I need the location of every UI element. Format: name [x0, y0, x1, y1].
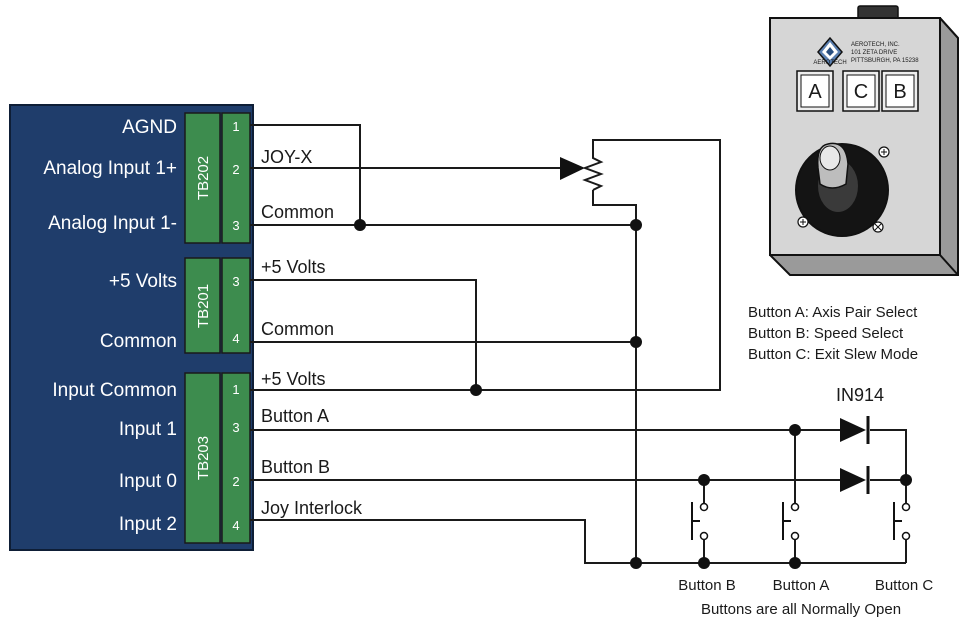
junction-dot: [698, 557, 710, 569]
panel-label-analog-input-1-plus: Analog Input 1+: [43, 158, 177, 179]
terminal-block-tb202: TB202 1 2 3: [184, 112, 251, 244]
panel-label-input-2: Input 2: [119, 514, 177, 535]
joystick-key-b-label: B: [893, 81, 906, 103]
junctions: [354, 219, 912, 569]
junction-dot: [789, 424, 801, 436]
aerotech-logo-icon: AEROTECH: [813, 36, 847, 68]
wire-label-joy-x: JOY-X: [261, 147, 312, 167]
wire-label-joy-interlock: Joy Interlock: [261, 498, 363, 518]
buttons-note: Buttons are all Normally Open: [701, 601, 901, 618]
tb201-name: TB201: [195, 284, 212, 328]
tb203-name: TB203: [195, 436, 212, 480]
switch-button-a: [782, 502, 800, 541]
tb201-pin-3: 3: [232, 274, 239, 289]
diode-button-b: [840, 466, 870, 494]
wire-labels: JOY-X Common +5 Volts Common +5 Volts Bu…: [261, 147, 363, 518]
legend-button-b: Button B: Speed Select: [748, 325, 904, 342]
wire-label-button-a: Button A: [261, 406, 329, 426]
potentiometer: [560, 153, 604, 191]
panel-label-input-0: Input 0: [119, 471, 177, 492]
joystick-device: AEROTECH AEROTECH, INC. 101 ZETA DRIVE P…: [769, 5, 959, 276]
diode-label: IN914: [836, 385, 884, 405]
diode-button-a: [840, 416, 870, 444]
wire-label-common-1: Common: [261, 202, 334, 222]
caption-button-a: Button A: [773, 577, 830, 594]
wire-label-common-2: Common: [261, 319, 334, 339]
junction-dot: [354, 219, 366, 231]
tb201-pin-4: 4: [232, 331, 239, 346]
junction-dot: [630, 219, 642, 231]
tb203-pin-1: 1: [232, 382, 239, 397]
screw-icon: [872, 221, 884, 233]
joystick-key-c: C: [842, 70, 880, 112]
panel-label-plus-5-volts: +5 Volts: [109, 271, 177, 292]
tb202-pin-3: 3: [232, 218, 239, 233]
switch-button-c: [893, 502, 911, 541]
address-line-1: AEROTECH, INC.: [851, 42, 900, 48]
joystick-key-a-label: A: [808, 81, 822, 103]
terminal-block-tb201: TB201 3 4: [184, 257, 251, 354]
panel-label-input-common: Input Common: [52, 380, 177, 401]
junction-dot: [470, 384, 482, 396]
wire-label-plus-5-volts-2: +5 Volts: [261, 369, 326, 389]
junction-dot: [698, 474, 710, 486]
joystick-key-c-label: C: [854, 81, 868, 103]
panel-label-common: Common: [100, 331, 177, 352]
junction-dot: [900, 474, 912, 486]
button-legend: Button A: Axis Pair Select Button B: Spe…: [748, 304, 918, 363]
junction-dot: [630, 557, 642, 569]
terminal-block-tb203: TB203 1 3 2 4: [184, 372, 251, 544]
panel-label-input-1: Input 1: [119, 419, 177, 440]
tb203-pin-4: 4: [232, 518, 239, 533]
panel-label-agnd: AGND: [122, 117, 177, 138]
wire-label-plus-5-volts-1: +5 Volts: [261, 257, 326, 277]
tb202-pin-1: 1: [232, 119, 239, 134]
logo-text: AEROTECH: [813, 60, 846, 66]
address-line-2: 101 ZETA DRIVE: [851, 50, 897, 56]
joystick-key-a: A: [796, 70, 834, 112]
tb202-name: TB202: [195, 156, 212, 200]
caption-button-b: Button B: [678, 577, 736, 594]
legend-button-a: Button A: Axis Pair Select: [748, 304, 918, 321]
panel-label-analog-input-1-minus: Analog Input 1-: [48, 213, 177, 234]
junction-dot: [789, 557, 801, 569]
tb203-pin-2: 2: [232, 474, 239, 489]
legend-button-c: Button C: Exit Slew Mode: [748, 346, 918, 363]
screw-icon: [878, 146, 890, 158]
address-line-3: PITTSBURGH, PA 15238: [851, 58, 919, 64]
screw-icon: [797, 216, 809, 228]
tb203-pin-3: 3: [232, 420, 239, 435]
junction-dot: [630, 336, 642, 348]
joystick-key-b: B: [881, 70, 919, 112]
joystick-stick-icon: [795, 142, 889, 237]
tb202-pin-2: 2: [232, 162, 239, 177]
caption-button-c: Button C: [875, 577, 934, 594]
wire-label-button-b: Button B: [261, 457, 330, 477]
switch-button-b: [691, 502, 709, 541]
